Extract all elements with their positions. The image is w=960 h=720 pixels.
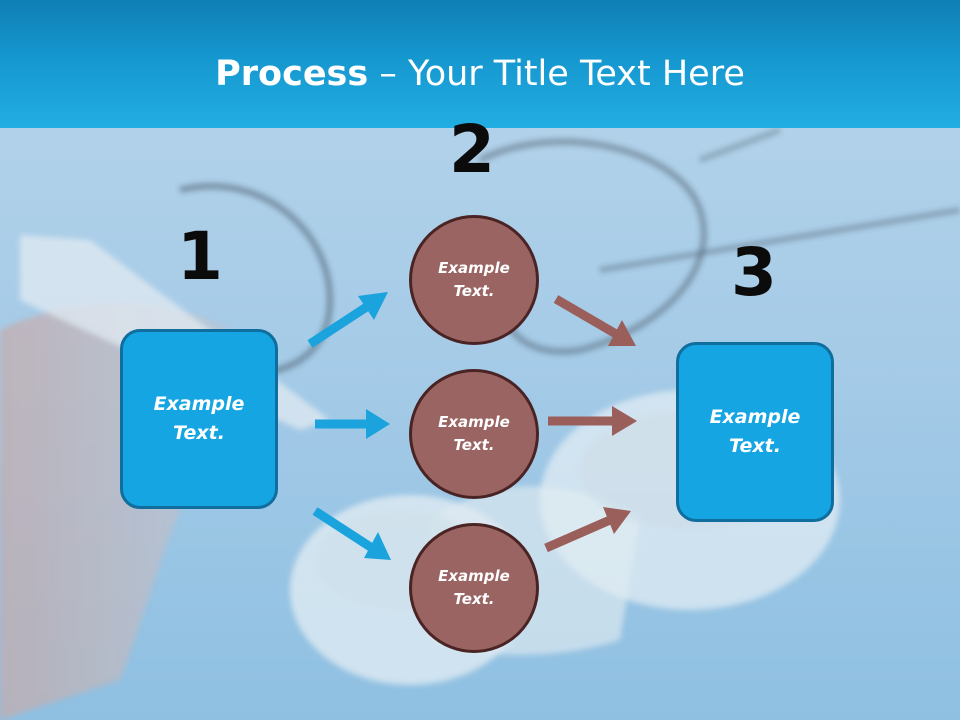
title-bold: Process [215,54,369,94]
step-2-circle-top[interactable]: Example Text. [409,215,539,345]
step-3-box[interactable]: Example Text. [676,342,834,522]
step-1-box-text: Example Text. [153,393,245,444]
circle-middle-text: Example Text. [438,413,510,454]
step-number-2: 2 [449,111,495,188]
slide-title: Process – Your Title Text Here [0,52,960,96]
title-band [0,0,960,128]
step-number-3: 3 [731,234,777,311]
circle-top-text: Example Text. [438,259,510,300]
title-rest: – Your Title Text Here [368,54,745,94]
step-3-box-text: Example Text. [709,406,801,457]
step-number-1: 1 [177,218,223,295]
step-2-circle-bottom[interactable]: Example Text. [409,523,539,653]
step-1-box[interactable]: Example Text. [120,329,278,509]
step-2-circle-middle[interactable]: Example Text. [409,369,539,499]
circle-bottom-text: Example Text. [438,567,510,608]
